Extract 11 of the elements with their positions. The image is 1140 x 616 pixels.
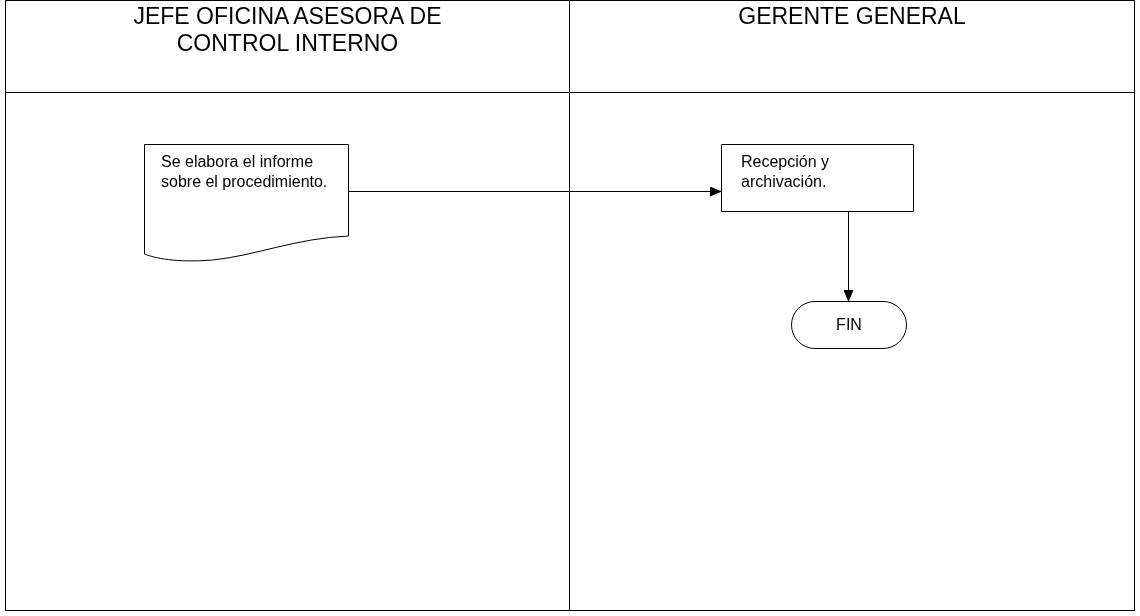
process-box	[721, 144, 914, 212]
node-text: FIN	[835, 315, 863, 335]
arrow	[843, 211, 854, 302]
lane-title: GERENTE GENERAL	[738, 3, 966, 31]
terminator-shape	[791, 301, 907, 349]
swimlane	[5, 0, 570, 611]
swimlane	[569, 0, 1135, 611]
arrow	[348, 186, 722, 197]
lane-title: JEFE OFICINA ASESORA DE CONTROL INTERNO	[132, 3, 443, 58]
node-text: Se elabora el informe sobre el procedimiento.	[160, 152, 329, 192]
node-text: Recepción y archivación.	[740, 152, 831, 192]
